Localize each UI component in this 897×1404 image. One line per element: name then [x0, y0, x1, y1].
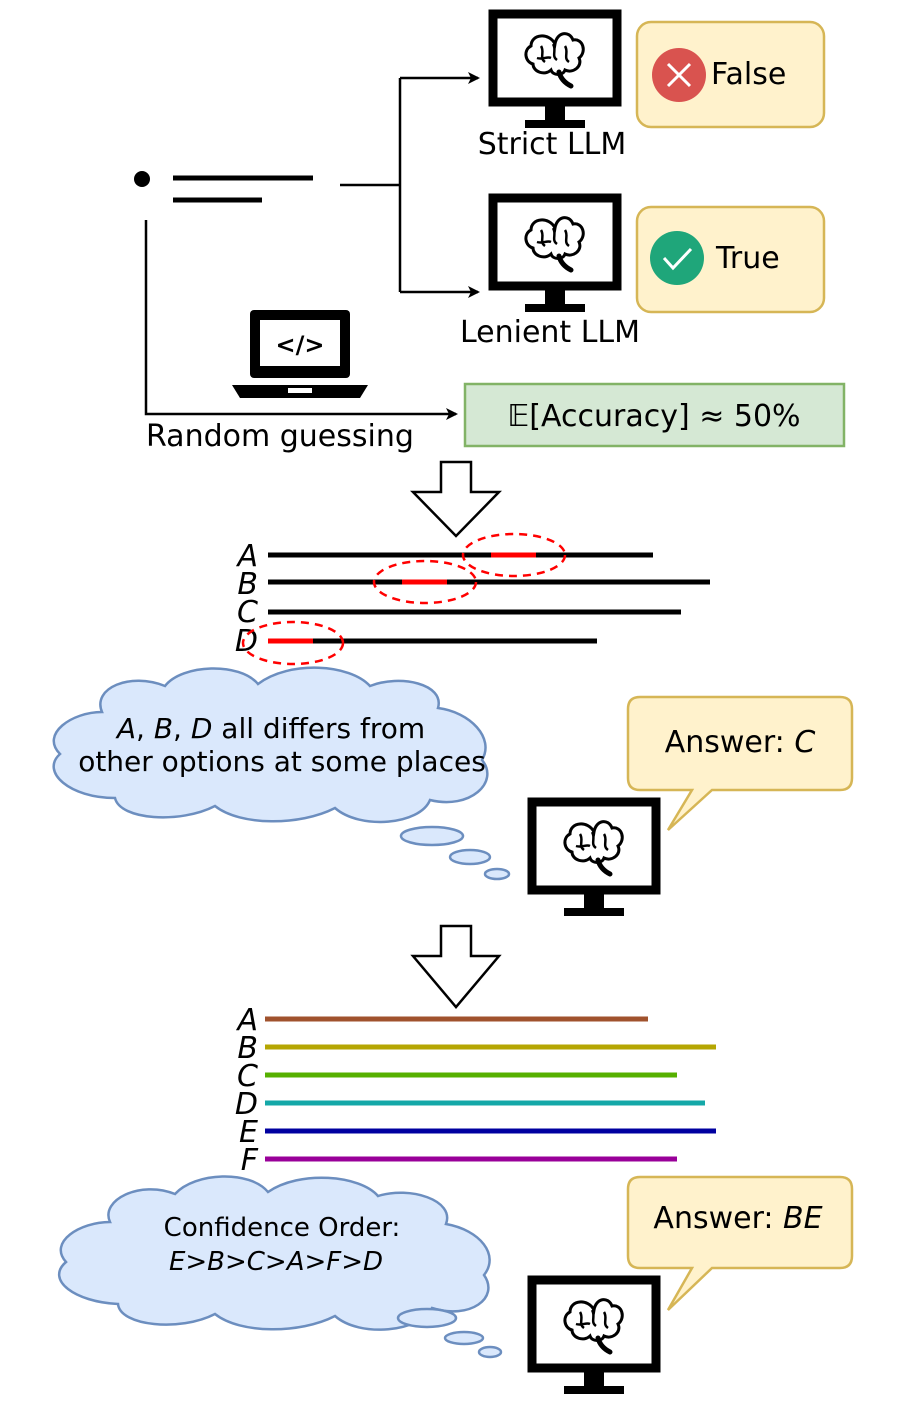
- thought-cloud-2: Confidence Order: E>B>C>A>F>D: [58, 1175, 503, 1359]
- answer-text-2: Answer: BE: [653, 1201, 822, 1236]
- monitor-icon: [532, 1280, 656, 1394]
- accuracy-box: 𝔼[Accuracy] ≈ 50%: [463, 382, 846, 448]
- down-arrow-2: [410, 924, 502, 1009]
- monitor-icon: [493, 198, 617, 312]
- branch-arrows: [144, 72, 480, 420]
- option-label-b: B: [237, 567, 258, 602]
- answer-callout-2: Answer: BE: [626, 1175, 854, 1311]
- option-label-a: A: [235, 1003, 258, 1038]
- options-block-2: A B C D E F: [235, 1003, 716, 1178]
- true-callout: True: [635, 205, 826, 314]
- thought-bubble-medium: [443, 1330, 485, 1346]
- highlight-ellipse-a: [461, 532, 567, 578]
- answer-bubble-2: [626, 1175, 854, 1311]
- thought-bubble-large: [399, 825, 465, 847]
- highlight-ellipse-d: [241, 620, 345, 666]
- thought-cloud-1: A, B, D all differs from other options a…: [52, 666, 511, 881]
- thought-line-1: A, B, D all differs from: [115, 712, 425, 745]
- accuracy-label: 𝔼[Accuracy] ≈ 50%: [507, 399, 800, 434]
- option-label-d: D: [235, 1087, 258, 1122]
- answer-bubble-1: [626, 695, 854, 831]
- lenient-llm-label: Lenient LLM: [460, 315, 640, 350]
- thought-cloud-shape: [52, 666, 489, 824]
- question-statement: [134, 171, 313, 203]
- confidence-order-title: Confidence Order:: [164, 1213, 401, 1243]
- thought-bubble-small: [483, 867, 511, 881]
- true-label: True: [715, 241, 780, 276]
- false-label: False: [711, 57, 786, 92]
- thought-bubble-medium: [448, 848, 492, 866]
- answer-callout-1: Answer: C: [626, 695, 854, 831]
- check-icon: [662, 247, 693, 271]
- strict-llm: Strict LLM: [478, 14, 627, 162]
- accuracy-box-rect: [463, 382, 846, 448]
- laptop-icon: </>: [232, 310, 368, 398]
- cross-icon: [666, 62, 692, 88]
- false-callout: False: [635, 20, 826, 129]
- confidence-order-value: E>B>C>A>F>D: [169, 1247, 383, 1277]
- options-block-1: A B C D: [235, 532, 710, 666]
- answer-text-1: Answer: C: [665, 725, 816, 760]
- check-badge: [650, 231, 704, 285]
- monitor-icon: [532, 802, 656, 916]
- monitor-icon: [493, 14, 617, 128]
- option-label-b: B: [237, 1031, 258, 1066]
- option-label-e: E: [239, 1115, 258, 1150]
- random-guessing-label: Random guessing: [146, 419, 414, 454]
- svg-text:</>: </>: [276, 331, 325, 359]
- highlight-ellipse-b: [372, 559, 478, 605]
- down-arrow-1: [410, 460, 502, 538]
- option-label-f: F: [241, 1143, 259, 1178]
- bullet-dot: [134, 171, 150, 187]
- lenient-llm: Lenient LLM: [460, 198, 640, 350]
- option-label-d: D: [235, 624, 258, 659]
- option-label-c: C: [237, 595, 258, 630]
- thought-bubble-small: [477, 1345, 503, 1359]
- arrow-to-accuracy: [144, 220, 458, 420]
- option-label-a: A: [235, 539, 258, 574]
- thought-line-2: other options at some places: [78, 745, 486, 778]
- thought-bubble-large: [396, 1307, 458, 1329]
- option-label-c: C: [237, 1059, 258, 1094]
- strict-llm-label: Strict LLM: [478, 127, 627, 162]
- thought-cloud-shape: [58, 1175, 491, 1331]
